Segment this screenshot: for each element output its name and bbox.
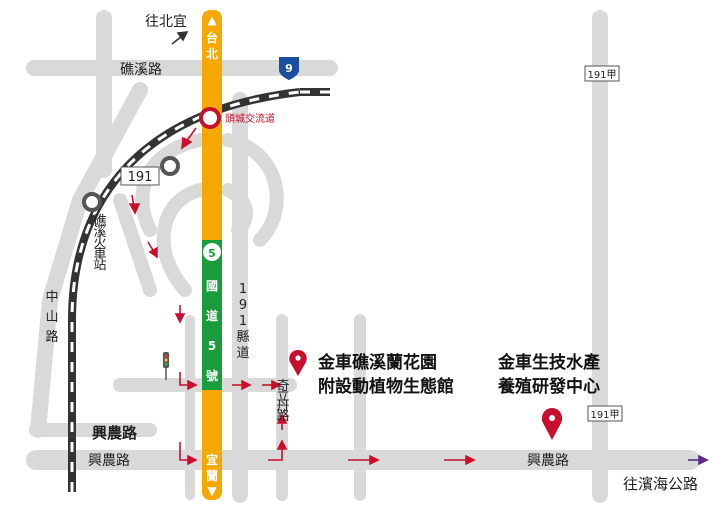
freeway-name-char-1: 國 [206,279,218,293]
destination-1-line-1: 金車礁溪蘭花園 [317,352,437,373]
county-road-char-5: 道 [236,346,249,361]
junction-marker [160,156,180,176]
north-direction-arrow-icon [171,31,189,45]
interchange-marker [199,107,221,129]
railway-station-marker [82,192,102,212]
xingnong-road-label-east: 興農路 [527,453,569,469]
xingnong-road-label-upper: 興農路 [92,424,138,442]
freeway-name-char-2: 道 [206,308,218,323]
freeway-5: ▲ 台 北 5 國 道 5 號 宜 蘭 ▼ [202,10,222,500]
provincial-route-9-shield-icon: 9 [279,57,299,80]
county-191-sign [120,166,160,186]
county-191-left-label: 191 [128,170,153,185]
destination-2-line-2: 養殖研發中心 [497,376,600,397]
bottom-right-direction-label: 往濱海公路 [623,475,698,493]
top-direction-label: 往北宜 [145,14,187,30]
county-road-char-1: 1 [239,282,247,297]
freeway-name-char-4: 號 [206,368,218,383]
station-char-1: 礁 [93,213,106,229]
freeway-north-char-2: 北 [206,46,218,61]
traffic-light-icon [163,352,169,380]
jiaoxi-road-label: 礁溪路 [120,62,162,78]
zhongshan-road-char-1: 中 [45,290,58,305]
station-char-4: 車 [93,247,106,262]
destination-marker-icon [541,408,563,440]
qilidan-road-char-1: 奇 [276,378,289,394]
route-arrows [128,127,476,466]
county-191a-mid-label: 191甲 [590,410,619,421]
station-char-3: 火 [93,236,106,251]
county-road-char-3: 1 [239,314,247,329]
destination-1-line-2: 附設動植物生態館 [318,376,454,397]
freeway-north-arrow: ▲ [207,13,217,27]
county-191a-sign-top [584,65,620,82]
freeway-south-char-2: 蘭 [206,468,218,483]
zhongshan-road-char-2: 山 [45,310,58,325]
freeway-north-char-1: 台 [206,30,218,45]
qilidan-road-char-3: 丹 [276,399,289,414]
destination-marker-icon [289,350,307,376]
county-road-char-4: 縣 [236,330,249,345]
freeway-south-char-1: 宜 [206,452,218,467]
station-char-5: 站 [93,258,106,273]
east-direction-arrow-icon [688,454,709,466]
qilidan-road-char-2: 立 [276,389,289,404]
xingnong-road-label-lower: 興農路 [88,453,130,469]
freeway-shield-number: 5 [208,247,216,260]
county-191a-top-label: 191甲 [587,70,616,81]
freeway-shield-icon [203,243,221,261]
destination-2-line-1: 金車生技水產 [497,352,600,373]
freeway-name-char-3: 5 [208,339,216,353]
interchange-label: 頭城交流道 [225,112,275,125]
qilidan-road-char-4: 路 [276,408,289,424]
freeway-south-arrow: ▼ [207,484,217,498]
svg-text:9: 9 [285,62,293,75]
county-road-char-2: 9 [239,298,247,313]
zhongshan-road-char-3: 路 [45,329,58,345]
station-char-2: 溪 [93,225,106,240]
county-191a-sign-mid [587,405,623,422]
